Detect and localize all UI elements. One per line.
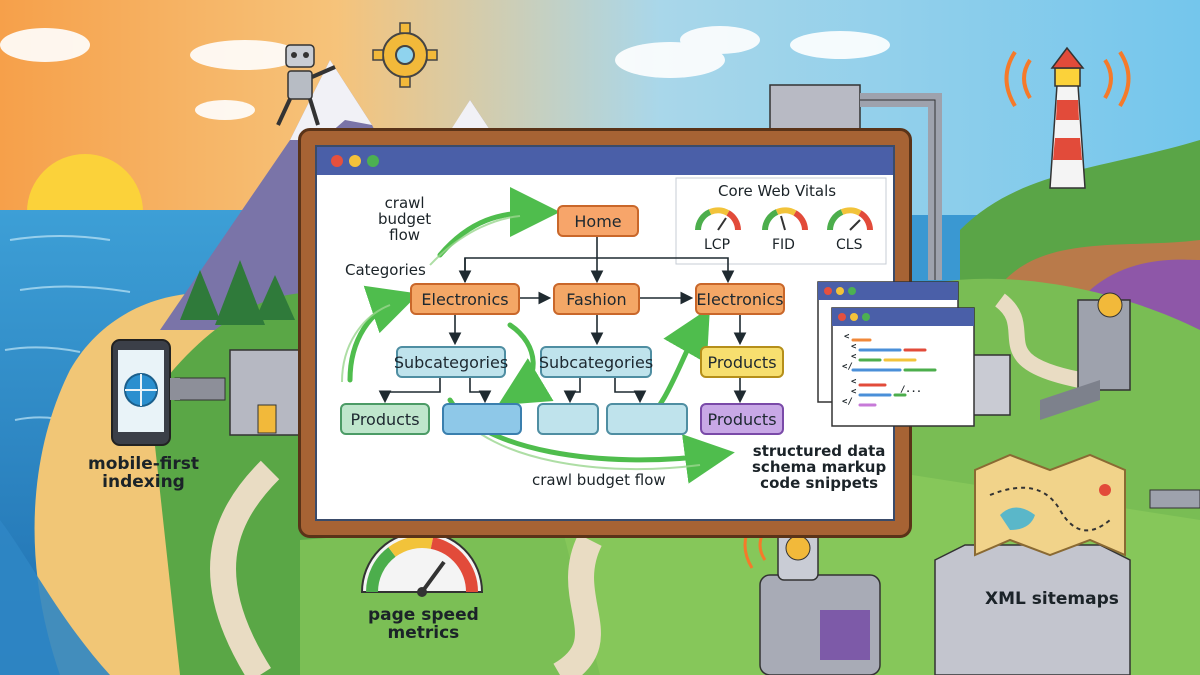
robot-icon bbox=[276, 44, 336, 126]
sitemap-building bbox=[934, 453, 1200, 675]
code-line: < bbox=[851, 377, 857, 387]
node-leaf-blank-2[interactable] bbox=[537, 403, 599, 435]
page-speed-gauge-icon bbox=[360, 531, 484, 597]
phone-icon bbox=[111, 339, 180, 446]
close-dot-icon[interactable] bbox=[331, 155, 343, 167]
gear-icon bbox=[372, 22, 438, 88]
node-category-electronics-right[interactable]: Electronics bbox=[695, 283, 785, 315]
node-subcategories-left[interactable]: Subcategories bbox=[394, 346, 508, 378]
browser-title-bar bbox=[317, 147, 893, 175]
code-line: </ bbox=[842, 397, 853, 407]
core-web-vitals-panel bbox=[675, 177, 887, 265]
clouds bbox=[0, 26, 890, 120]
factory-left bbox=[174, 349, 311, 436]
node-leaf-blank-3[interactable] bbox=[606, 403, 688, 435]
code-line: < bbox=[851, 342, 857, 352]
gauge-label-cls: CLS bbox=[836, 237, 863, 253]
code-line: < bbox=[844, 332, 850, 342]
vitals-gauges bbox=[695, 207, 873, 231]
code-line: </ bbox=[842, 362, 853, 372]
maximize-dot-icon[interactable] bbox=[367, 155, 379, 167]
node-products-purple[interactable]: Products bbox=[700, 403, 784, 435]
crawl-budget-flow-bottom-label: crawl budget flow bbox=[532, 471, 666, 489]
node-home[interactable]: Home bbox=[557, 205, 639, 237]
code-window-front bbox=[831, 307, 975, 427]
node-leaf-blank-1[interactable] bbox=[442, 403, 522, 435]
treasure-map-icon bbox=[974, 453, 1126, 557]
code-line: /... bbox=[900, 385, 922, 395]
page-speed-metrics-label: page speed metrics bbox=[368, 605, 479, 644]
cls-gauge-icon bbox=[827, 207, 873, 231]
fid-gauge-icon bbox=[762, 207, 808, 231]
crawl-budget-flow-top-label: crawl budget flow bbox=[378, 194, 432, 245]
xml-sitemaps-label: XML sitemaps bbox=[985, 589, 1119, 609]
node-products-yellow[interactable]: Products bbox=[700, 346, 784, 378]
pine-trees bbox=[180, 260, 295, 325]
node-subcategories-middle[interactable]: Subcategories bbox=[539, 346, 653, 378]
lighthouse bbox=[1004, 46, 1131, 189]
mobile-first-indexing-label: mobile-first indexing bbox=[88, 454, 200, 493]
lcp-gauge-icon bbox=[695, 207, 741, 231]
code-line: < bbox=[851, 387, 857, 397]
categories-label: Categories bbox=[345, 261, 426, 279]
minimize-dot-icon[interactable] bbox=[349, 155, 361, 167]
node-category-fashion[interactable]: Fashion bbox=[553, 283, 640, 315]
gauge-label-lcp: LCP bbox=[704, 237, 731, 253]
structured-data-label: structured data schema markup code snipp… bbox=[752, 442, 887, 493]
factory-top bbox=[769, 84, 942, 280]
node-category-electronics-left[interactable]: Electronics bbox=[410, 283, 520, 315]
node-products-left[interactable]: Products bbox=[340, 403, 430, 435]
core-web-vitals-title: Core Web Vitals bbox=[718, 182, 837, 200]
code-line: < bbox=[851, 352, 857, 362]
gauge-label-fid: FID bbox=[772, 237, 795, 253]
